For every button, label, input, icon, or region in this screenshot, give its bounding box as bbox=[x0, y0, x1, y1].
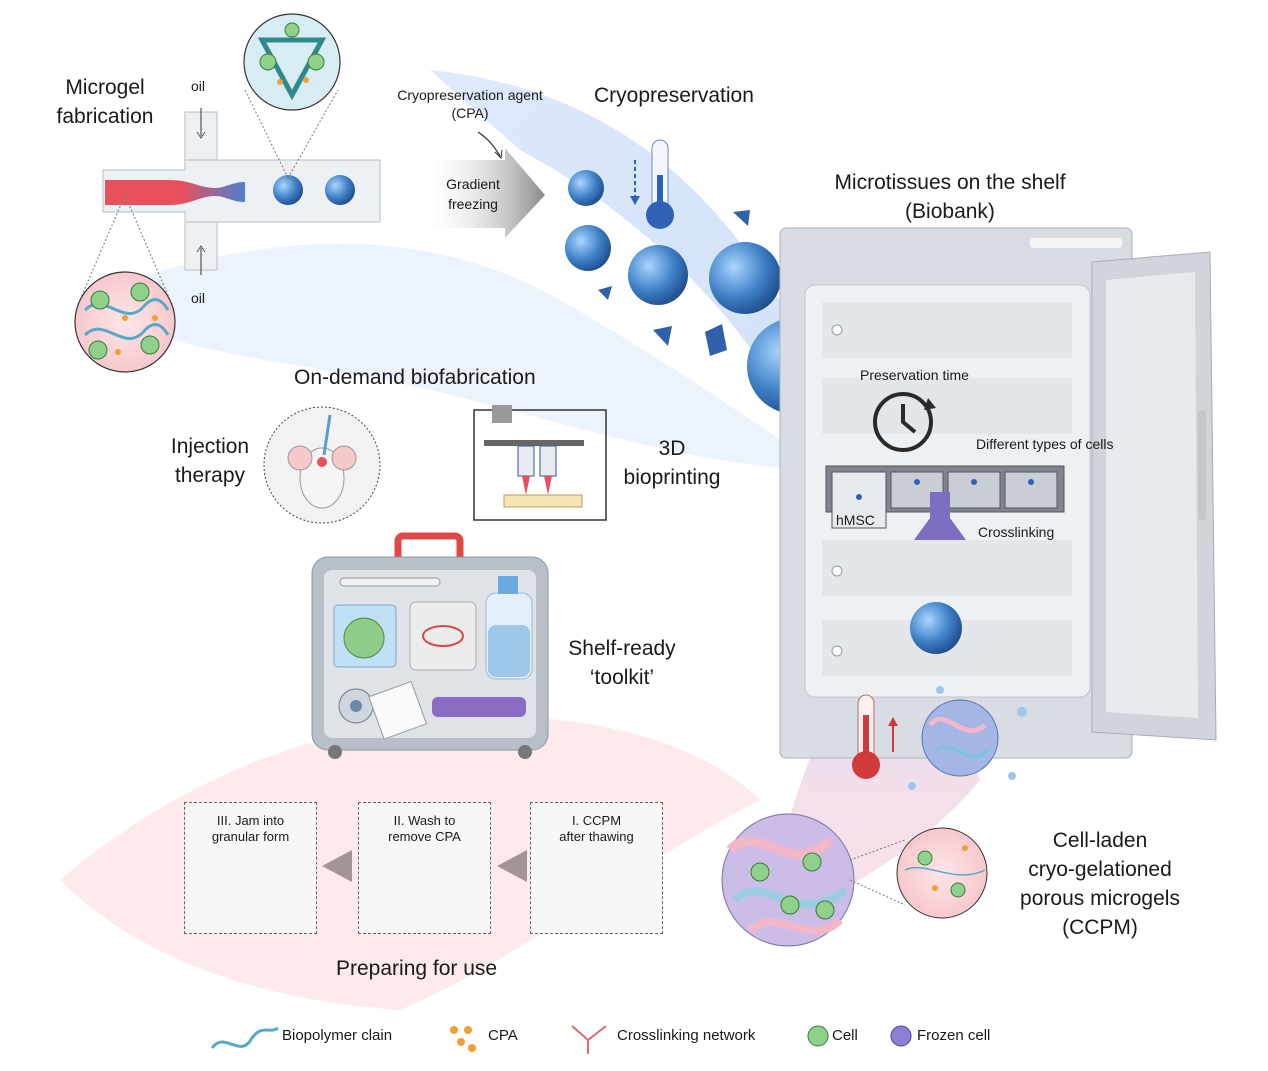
droplet-1 bbox=[273, 175, 303, 205]
cell-types-label: Different types of cells bbox=[976, 436, 1114, 452]
mouse-injection-circle bbox=[263, 406, 381, 524]
network-zoom-circle bbox=[243, 13, 341, 111]
legend-icons bbox=[210, 1025, 912, 1054]
oil-label-bottom: oil bbox=[191, 290, 206, 306]
preparing-for-use-title: Preparing for use bbox=[336, 957, 498, 980]
step-1-label: I. CCPM after thawing bbox=[559, 813, 634, 844]
crosslinking-network-icon bbox=[571, 1025, 607, 1054]
thermometer-cold-icon bbox=[630, 139, 674, 229]
gradient-freezing-arrow bbox=[420, 148, 545, 238]
biobank-title: Microtissues on the shelf(Biobank) bbox=[834, 171, 1066, 223]
frozen-cell-icon bbox=[890, 1025, 912, 1047]
biopolymer-chain-icon bbox=[210, 1026, 279, 1050]
oil-label-top: oil bbox=[191, 78, 206, 94]
thawed-microgels bbox=[908, 602, 1027, 790]
cpa-icon bbox=[450, 1026, 476, 1052]
biobank-fridge bbox=[779, 227, 1217, 759]
ccpm-microgel bbox=[721, 813, 988, 947]
preservation-time-label: Preservation time bbox=[860, 367, 969, 383]
step-3-label: III. Jam into granular form bbox=[211, 813, 290, 844]
cryopreservation-title: Cryopreservation bbox=[594, 84, 754, 107]
step-2-label: II. Wash to remove CPA bbox=[388, 813, 461, 844]
blue-swoosh-left bbox=[80, 243, 830, 470]
crosslinking-label: Crosslinking bbox=[978, 524, 1055, 540]
step-2-box: II. Wash to remove CPA bbox=[358, 802, 491, 934]
toolkit-label: Shelf-ready‘toolkit’ bbox=[568, 637, 676, 689]
biopolymer-zoom-circle bbox=[74, 271, 176, 373]
cell-icon bbox=[807, 1025, 829, 1047]
clock-icon bbox=[873, 392, 936, 452]
thermometer-warm-icon bbox=[852, 694, 898, 779]
droplet-2 bbox=[325, 175, 355, 205]
step-3-box: III. Jam into granular form bbox=[184, 802, 317, 934]
toolkit-case bbox=[311, 532, 549, 759]
hmsc-label: hMSC bbox=[836, 512, 875, 528]
step-1-box: I. CCPM after thawing bbox=[530, 802, 663, 934]
microfluidic-chip bbox=[79, 89, 381, 301]
bioprinter bbox=[473, 405, 607, 521]
cpa-note: Cryopreservation agent(CPA) bbox=[397, 87, 543, 121]
biofabrication-title: On-demand biofabrication bbox=[294, 366, 536, 389]
